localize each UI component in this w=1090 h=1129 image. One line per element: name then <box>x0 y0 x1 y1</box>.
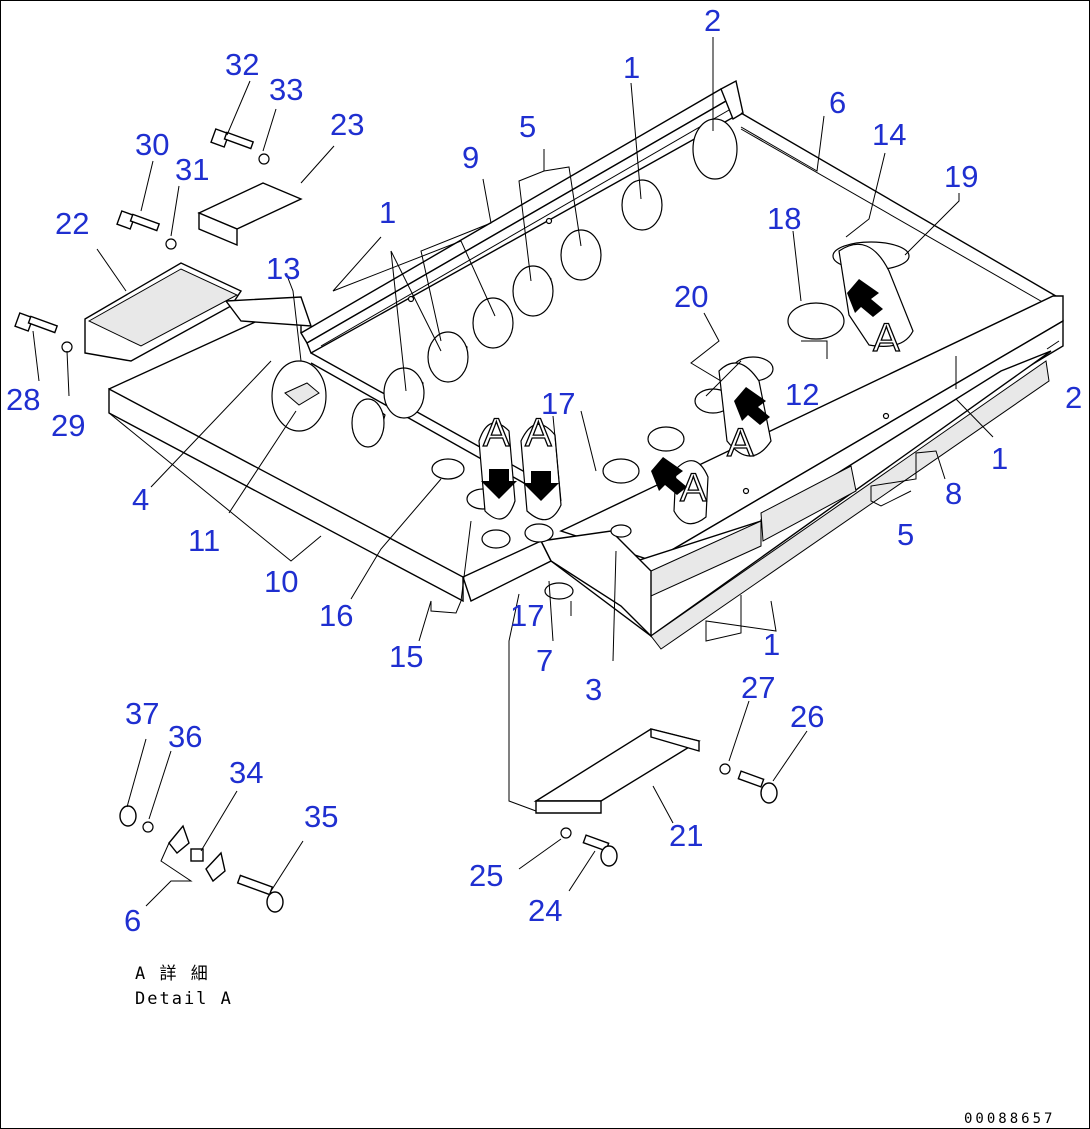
callout-2: 2 <box>704 3 721 38</box>
washer-27-icon <box>719 763 731 775</box>
callout-27: 27 <box>741 670 775 705</box>
callout-21: 21 <box>669 818 703 853</box>
callout-36: 36 <box>168 719 202 754</box>
bolt-26-icon <box>737 770 778 804</box>
callout-1: 1 <box>379 195 396 230</box>
detail-caption-jp: A 詳 細 <box>135 964 210 984</box>
frame-holes <box>271 118 910 549</box>
washer-25-icon <box>560 827 572 839</box>
callout-3: 3 <box>585 672 602 707</box>
callout-13: 13 <box>266 251 300 286</box>
detail-a-marker: A <box>873 316 900 360</box>
callout-18: 18 <box>767 201 801 236</box>
callout-31: 31 <box>175 152 209 187</box>
callout-1: 1 <box>991 441 1008 476</box>
callout-35: 35 <box>304 799 338 834</box>
bolt-30-icon <box>116 210 161 232</box>
callout-11: 11 <box>188 523 220 558</box>
washer-33-icon <box>258 153 270 165</box>
drawing-code: 00088657 <box>964 1111 1055 1127</box>
arrow-icon <box>847 279 883 317</box>
callout-6: 6 <box>829 85 846 120</box>
leader-lines <box>32 37 1060 907</box>
callout-23: 23 <box>330 107 364 142</box>
callout-30: 30 <box>135 127 169 162</box>
washer-31-icon <box>165 238 177 250</box>
washer-36-icon <box>142 821 154 833</box>
callout-4: 4 <box>132 482 149 517</box>
callout-37: 37 <box>125 696 159 731</box>
callout-14: 14 <box>872 117 906 152</box>
callout-16: 16 <box>319 598 353 633</box>
arrow-down-icon <box>523 471 559 501</box>
nut-37-icon <box>119 805 137 827</box>
callout-15: 15 <box>389 639 423 674</box>
callout-10: 10 <box>264 564 298 599</box>
callout-9: 9 <box>462 140 479 175</box>
callout-7: 7 <box>536 643 553 678</box>
callout-28: 28 <box>6 382 40 417</box>
loose-parts <box>14 128 778 913</box>
callout-20: 20 <box>674 279 708 314</box>
callout-33: 33 <box>269 72 303 107</box>
callout-5: 5 <box>519 109 536 144</box>
detail-a-marker: A <box>483 411 510 455</box>
detail-caption-en: Detail A <box>135 989 233 1009</box>
callout-labels: 1 1 1 1 2 2 3 4 5 5 6 6 7 8 9 10 11 12 1… <box>6 3 1082 938</box>
callout-25: 25 <box>469 858 503 893</box>
callout-22: 22 <box>55 206 89 241</box>
detail-a-marker: A <box>525 411 552 455</box>
callout-34: 34 <box>229 755 263 790</box>
callout-12: 12 <box>785 377 819 412</box>
bolt-24-icon <box>582 834 618 867</box>
callout-32: 32 <box>225 47 259 82</box>
callout-8: 8 <box>945 476 962 511</box>
arrow-down-icon <box>481 469 517 499</box>
bolt-35-icon <box>236 874 284 913</box>
callout-6: 6 <box>124 903 141 938</box>
callout-17: 17 <box>510 598 544 633</box>
callout-17: 17 <box>541 386 575 421</box>
callout-29: 29 <box>51 408 85 443</box>
callout-19: 19 <box>944 159 978 194</box>
arrow-icon <box>651 457 687 495</box>
plate-6-icon <box>168 824 190 854</box>
callout-2: 2 <box>1065 380 1082 415</box>
callout-24: 24 <box>528 893 562 928</box>
spacer-34-icon <box>190 848 204 862</box>
arrow-icon <box>734 387 770 425</box>
bolt-32-icon <box>210 128 255 150</box>
washer-29-icon <box>61 341 73 353</box>
detail-a-marker: A <box>727 421 754 465</box>
callout-1: 1 <box>623 50 640 85</box>
callout-5: 5 <box>897 517 914 552</box>
detail-a-markers: A A A A A <box>478 243 914 525</box>
callout-26: 26 <box>790 699 824 734</box>
main-frame <box>84 79 1064 650</box>
callout-1: 1 <box>763 627 780 662</box>
bolt-28-icon <box>14 312 59 334</box>
